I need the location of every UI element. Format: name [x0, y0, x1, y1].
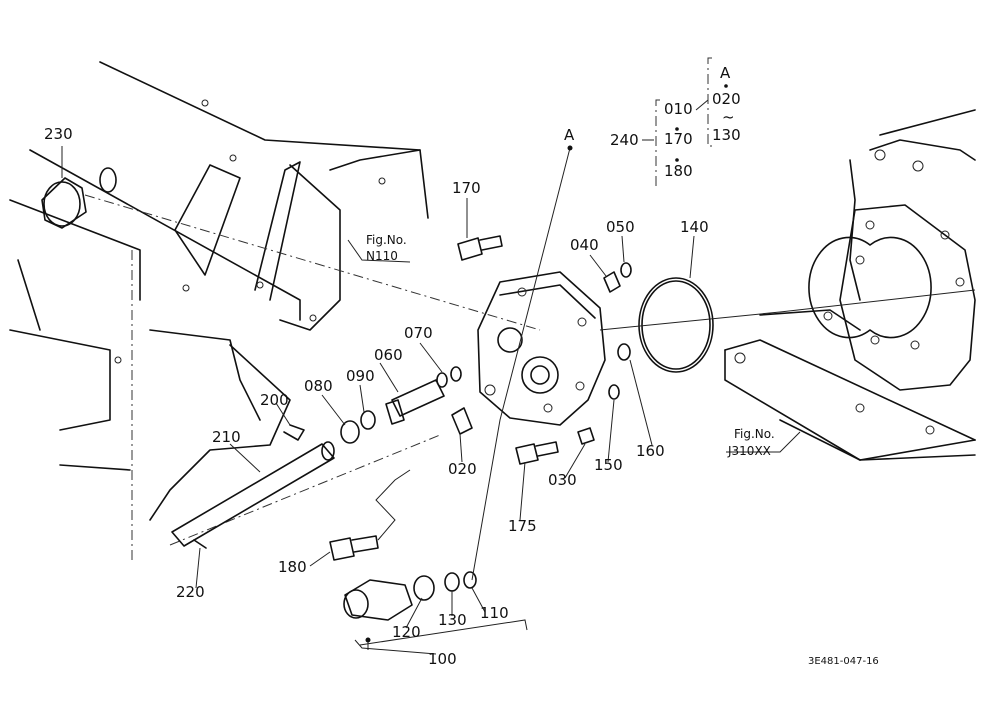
label-110: 110 — [480, 604, 509, 622]
assembly-bracket-240: 240 010 170 180 A 020 ~ 130 — [610, 57, 741, 187]
bolt-170 — [457, 235, 503, 261]
bracket-item-010: 010 — [664, 100, 693, 118]
label-150: 150 — [594, 456, 623, 474]
label-200: 200 — [260, 391, 289, 409]
label-140: 140 — [680, 218, 709, 236]
fig-ref-n110-label: Fig.No. — [366, 233, 407, 247]
o-rings — [608, 277, 714, 400]
label-100: 100 — [428, 650, 457, 668]
fig-ref-n110: Fig.No. N110 — [366, 233, 407, 263]
bracket-sub-marker: A — [720, 64, 731, 82]
part-230-knob — [41, 167, 117, 229]
bracket-sub-to: 130 — [712, 126, 741, 144]
label-090: 090 — [346, 367, 375, 385]
label-040: 040 — [570, 236, 599, 254]
bracket-main-label: 240 — [610, 131, 639, 149]
shaft-210 — [171, 424, 335, 549]
bracket-sub-from: 020 — [712, 90, 741, 108]
plug-020 — [451, 407, 473, 435]
right-housing — [724, 109, 976, 461]
label-160: 160 — [636, 442, 665, 460]
bracket-item-170: 170 — [664, 130, 693, 148]
label-060: 060 — [374, 346, 403, 364]
fig-ref-n110-value: N110 — [366, 249, 398, 263]
label-180: 180 — [278, 558, 307, 576]
bolt-175 — [515, 441, 559, 465]
label-070: 070 — [404, 324, 433, 342]
fitting-040-050 — [603, 262, 632, 293]
pump-cover — [477, 271, 606, 426]
label-220: 220 — [176, 583, 205, 601]
label-170: 170 — [452, 179, 481, 197]
label-175: 175 — [508, 517, 537, 535]
bolt-180 — [329, 469, 411, 561]
label-030: 030 — [548, 471, 577, 489]
fig-ref-j310xx: Fig.No. J310XX — [727, 427, 775, 458]
label-080: 080 — [304, 377, 333, 395]
label-230: 230 — [44, 125, 73, 143]
label-130: 130 — [438, 611, 467, 629]
drawing-code: 3E481-047-16 — [808, 656, 879, 667]
bracket-sub-tilde: ~ — [722, 108, 735, 126]
valve-060 — [340, 366, 462, 444]
label-120: 120 — [392, 623, 421, 641]
plug-030 — [577, 427, 595, 445]
label-020: 020 — [448, 460, 477, 478]
left-housing — [9, 61, 541, 560]
part-callouts: 230 170 040 050 140 070 060 080 090 200 … — [44, 125, 709, 668]
ref-markers: A — [365, 126, 575, 643]
leader-lines — [61, 146, 976, 655]
fig-ref-j310-label: Fig.No. — [734, 427, 775, 441]
ref-marker-a: A — [564, 126, 575, 144]
fig-ref-j310-value: J310XX — [727, 444, 771, 458]
label-050: 050 — [606, 218, 635, 236]
bracket-item-180: 180 — [664, 162, 693, 180]
label-210: 210 — [212, 428, 241, 446]
